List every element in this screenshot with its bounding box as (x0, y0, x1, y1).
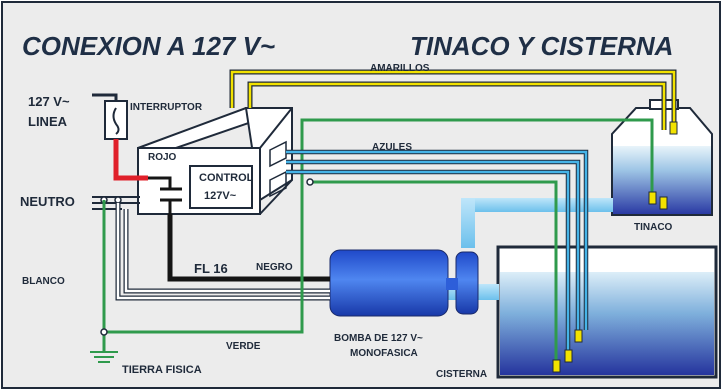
label-control-volt: 127V~ (204, 190, 237, 202)
green-junction (306, 178, 314, 186)
tinaco-electrode (669, 121, 678, 135)
label-negro: NEGRO (256, 262, 293, 273)
cisterna-electrode-1 (574, 329, 583, 343)
label-control: CONTROL (199, 172, 254, 184)
label-amarillos: AMARILLOS (370, 63, 430, 74)
label-bomba-2: MONOFASICA (350, 348, 418, 359)
neutro-wires (92, 196, 330, 301)
tinaco-electrode-low (659, 196, 668, 210)
label-interruptor: INTERRUPTOR (130, 102, 203, 113)
label-fl16: FL 16 (194, 261, 228, 276)
label-rojo: ROJO (148, 152, 177, 163)
label-tinaco: TINACO (634, 222, 673, 233)
tinaco-electrode-green (648, 191, 657, 205)
label-verde: VERDE (226, 341, 261, 352)
label-neutro: NEUTRO (20, 194, 75, 209)
ground-symbol-icon (90, 351, 118, 363)
control-box (137, 107, 293, 215)
interruptor-switch (92, 93, 128, 140)
label-linea: LINEA (28, 114, 68, 129)
cisterna-electrode-3 (552, 359, 561, 373)
label-bomba-1: BOMBA DE 127 V~ (334, 333, 423, 344)
label-cisterna: CISTERNA (436, 369, 487, 380)
bomba-pump (329, 249, 479, 317)
cisterna-electrode-2 (564, 349, 573, 363)
label-127v: 127 V~ (28, 94, 70, 109)
amarillos-wires (229, 69, 677, 130)
tinaco-tank (611, 99, 713, 216)
verde-wires (102, 118, 654, 360)
cisterna-tank (496, 245, 718, 379)
label-azules: AZULES (372, 142, 412, 153)
label-tierra: TIERRA FISICA (122, 364, 202, 376)
negro-wire (167, 214, 330, 282)
contact-symbol (148, 176, 182, 214)
ground-junction (100, 328, 108, 336)
title-right: TINACO Y CISTERNA (410, 31, 673, 61)
rojo-wire (113, 139, 148, 181)
title-left: CONEXION A 127 V~ (22, 31, 275, 61)
azules-wires (286, 149, 589, 352)
label-blanco: BLANCO (22, 276, 65, 287)
